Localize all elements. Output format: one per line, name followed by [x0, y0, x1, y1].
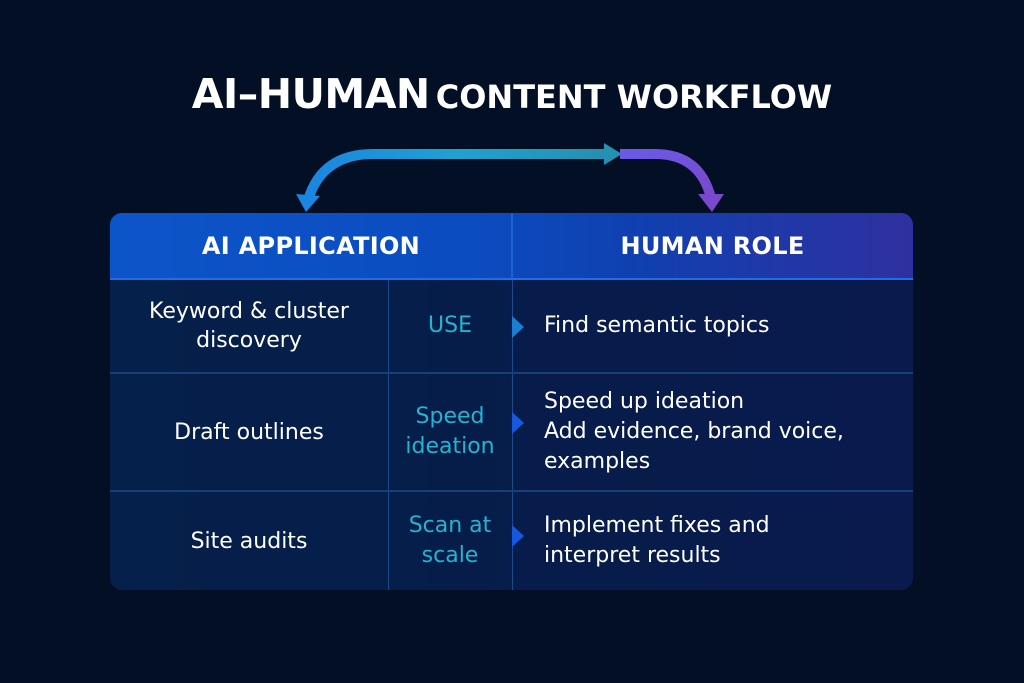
table-row-2-ai-application: Draft outlines — [110, 374, 388, 490]
cell-text-line: Speed up ideation — [544, 389, 745, 414]
row-divider — [110, 372, 913, 374]
table-row-2-use: Speed ideation — [388, 374, 512, 490]
cell-text-line: interpret results — [544, 543, 721, 568]
cell-text-line: Implement fixes and — [544, 513, 770, 538]
triangle-right-icon — [512, 316, 524, 338]
triangle-right-icon — [512, 412, 524, 434]
table-row-3-human-role: Implement fixes and interpret results — [544, 492, 904, 590]
cell-text-line: discovery — [196, 328, 302, 353]
column-divider-ai-use — [388, 280, 389, 590]
cell-text-line: scale — [421, 543, 479, 568]
cell-text-line: Draft outlines — [174, 419, 324, 445]
cell-text-line: Site audits — [190, 528, 308, 554]
header-human-role: HUMAN ROLE — [620, 232, 805, 260]
cell-text-line: ideation — [405, 434, 495, 459]
cell-text-line: Add evidence, brand voice, — [544, 419, 844, 444]
row-divider — [110, 490, 913, 492]
header-ai-application: AI APPLICATION — [201, 232, 421, 260]
cell-text-line: examples — [544, 449, 651, 474]
title-part-content-workflow: CONTENT WORKFLOW — [435, 78, 833, 116]
cell-text-line: Find semantic topics — [544, 313, 770, 338]
column-divider-use-human — [512, 280, 513, 590]
table-row-3-ai-application: Site audits — [110, 492, 388, 590]
table-header: AI APPLICATION HUMAN ROLE — [110, 213, 913, 280]
cell-text-line: USE — [428, 313, 472, 338]
table-row-1-human-role: Find semantic topics — [544, 280, 904, 372]
table-row-1-ai-application: Keyword & cluster discovery — [110, 280, 388, 372]
cell-text-line: Keyword & cluster — [149, 299, 349, 324]
table-row-3-use: Scan at scale — [388, 492, 512, 590]
table-row-1-use: USE — [388, 280, 512, 372]
curved-arrow-down-left-icon — [296, 143, 622, 212]
workflow-table: AI APPLICATION HUMAN ROLE Keyword & clus… — [110, 213, 913, 590]
cell-text-line: Scan at — [408, 513, 492, 538]
table-row-2-human-role: Speed up ideation Add evidence, brand vo… — [544, 374, 904, 490]
curved-arrow-down-right-icon — [620, 149, 724, 212]
cell-text-line: Speed — [415, 404, 485, 429]
title-part-ai-human: AI–HUMAN — [191, 70, 430, 118]
header-divider — [511, 213, 513, 278]
triangle-right-icon — [512, 525, 524, 547]
